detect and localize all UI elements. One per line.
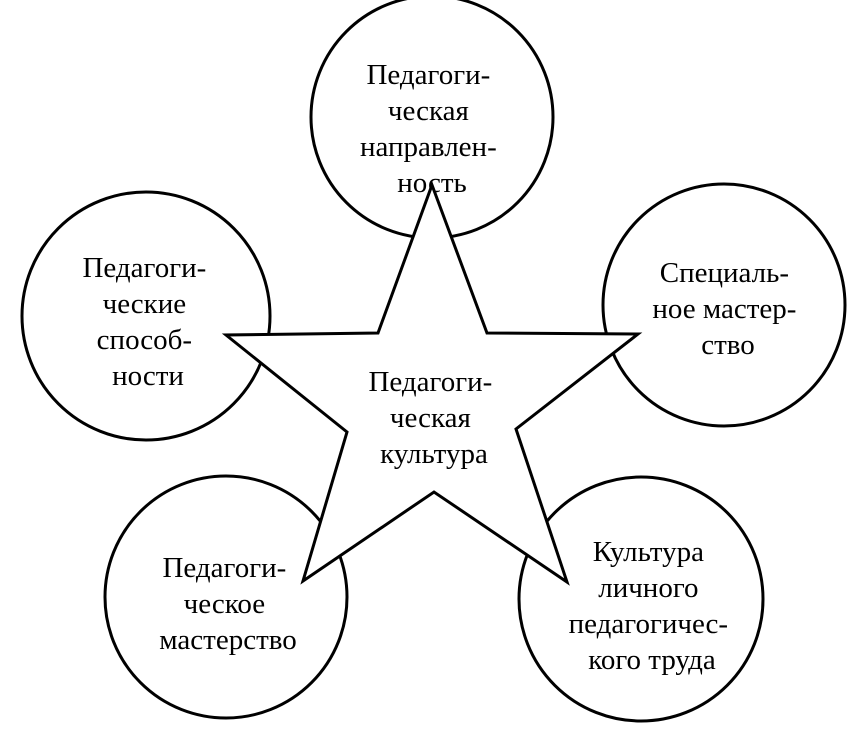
circle-right-label: Специаль- ное мастер- ство — [652, 257, 803, 361]
circle-right-shape — [601, 182, 847, 428]
circle-bottom-left-line-1: Педагоги- — [162, 552, 286, 584]
circle-bottom-left-line-3: мастерство — [159, 624, 296, 656]
center-line-2: ческая — [390, 402, 471, 434]
circle-bottom-right-line-4: кого труда — [588, 644, 716, 676]
center-line-1: Педагоги- — [368, 366, 492, 398]
center-line-3: культура — [380, 438, 488, 470]
circle-top: Педагоги- ческая направлен- ность — [309, 0, 555, 240]
center-star — [221, 180, 643, 586]
circle-bottom-right-line-2: личного — [598, 572, 698, 604]
circle-left: Педагоги- ческие способ- ности — [20, 190, 272, 442]
circle-right-line-1: Специаль- — [660, 257, 789, 289]
circle-right-line-3: ство — [701, 329, 755, 361]
circle-bottom-left: Педагоги- ческое мастерство — [103, 474, 349, 720]
circle-right-line-2: ное мастер- — [652, 293, 796, 325]
circle-top-line-1: Педагоги- — [366, 59, 490, 91]
circle-left-shape — [20, 190, 272, 442]
circle-bottom-left-shape — [103, 474, 349, 720]
circle-left-line-4: ности — [112, 360, 184, 392]
circle-left-label: Педагоги- ческие способ- ности — [82, 252, 213, 392]
circle-left-line-1: Педагоги- — [82, 252, 206, 284]
circle-left-line-3: способ- — [97, 324, 192, 356]
circle-bottom-left-line-2: ческое — [184, 588, 265, 620]
circle-bottom-right: Культура личного педагогичес- кого труда — [517, 475, 765, 723]
circle-bottom-right-shape — [517, 475, 765, 723]
circle-bottom-right-line-1: Культура — [593, 536, 704, 568]
circle-bottom-right-label: Культура личного педагогичес- кого труда — [569, 536, 736, 676]
circle-top-line-2: ческая — [388, 95, 469, 127]
circle-left-line-2: ческие — [103, 288, 187, 320]
circle-bottom-right-line-3: педагогичес- — [569, 608, 728, 640]
circle-bottom-left-label: Педагоги- ческое мастерство — [159, 552, 296, 656]
center-label: Педагоги- ческая культура — [368, 366, 499, 470]
circle-top-line-3: направлен- — [360, 131, 497, 163]
circle-right: Специаль- ное мастер- ство — [601, 182, 847, 428]
